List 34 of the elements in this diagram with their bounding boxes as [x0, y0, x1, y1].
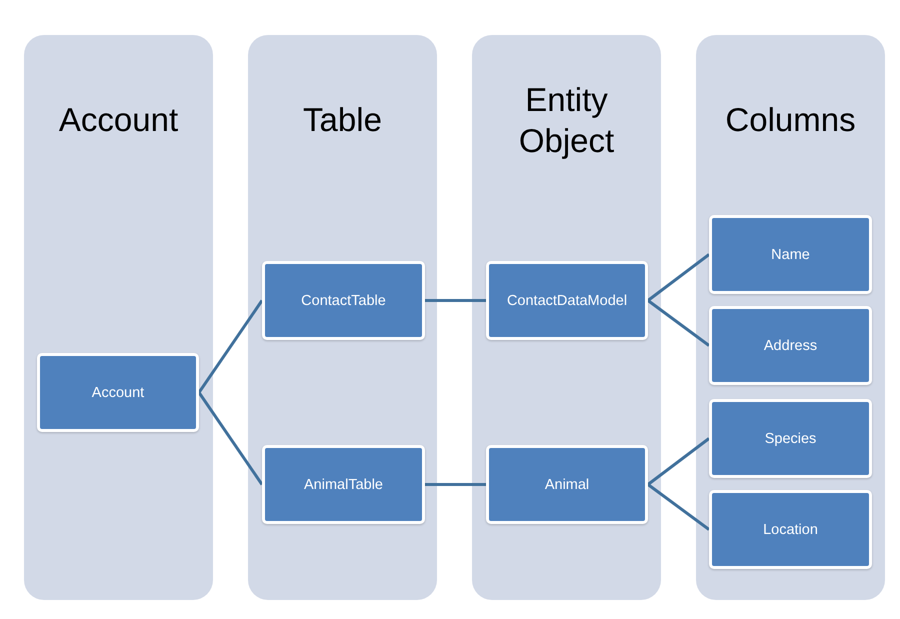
entity-box	[709, 306, 872, 385]
box-label: Address	[764, 338, 818, 354]
column-heading: Table	[302, 100, 383, 140]
entity-box	[37, 353, 199, 432]
column-panel	[472, 35, 661, 600]
connector-line	[198, 300, 264, 394]
column-panel	[248, 35, 437, 600]
box-label: ContactDataModel	[506, 292, 628, 308]
connector-line	[198, 392, 264, 486]
entity-box	[709, 215, 872, 294]
box-label: Account	[92, 384, 144, 400]
column-panel	[24, 35, 213, 600]
connector-line	[647, 437, 710, 486]
entity-box	[486, 261, 648, 340]
box-label: Location	[763, 522, 818, 538]
entity-box	[486, 445, 648, 524]
entity-box	[262, 261, 425, 340]
column-heading: Columns	[724, 100, 857, 140]
box-label: Species	[764, 430, 816, 446]
connector-line	[425, 299, 486, 302]
connector-line	[647, 253, 710, 302]
connector-line	[425, 483, 486, 486]
connector-line	[647, 483, 710, 531]
entity-box	[709, 399, 872, 478]
column-panel	[696, 35, 885, 600]
box-label: Animal	[544, 476, 590, 492]
box-label: ContactTable	[301, 292, 386, 308]
column-heading: Entity Object	[518, 80, 616, 161]
column-heading: Account	[58, 100, 180, 140]
entity-box	[709, 490, 872, 569]
connector-line	[647, 299, 710, 347]
entity-box	[262, 445, 425, 524]
box-label: AnimalTable	[304, 476, 383, 492]
box-label: Name	[771, 246, 810, 262]
